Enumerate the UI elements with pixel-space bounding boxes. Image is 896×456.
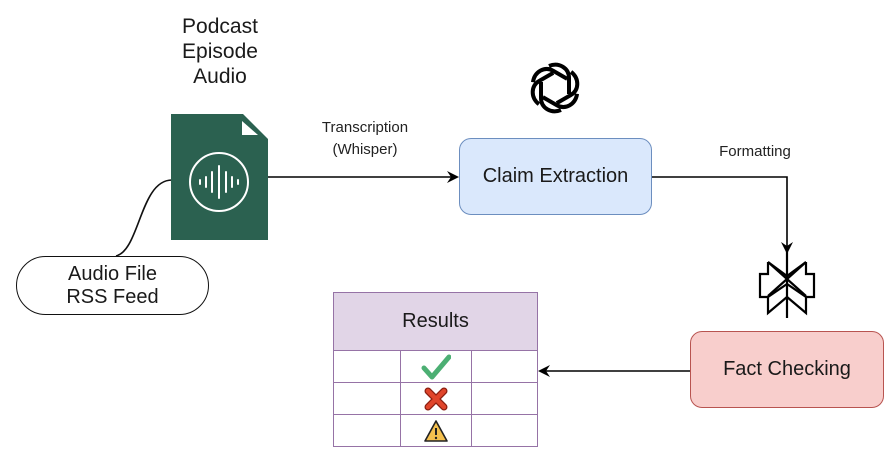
podcast-episode-audio-label: Podcast Episode Audio (160, 14, 280, 89)
table-row (334, 351, 537, 383)
input-to-file-connector (115, 179, 173, 257)
table-row (334, 383, 537, 415)
table-cell (401, 383, 472, 414)
claim-extraction-node[interactable]: Claim Extraction (459, 138, 652, 215)
cross-icon (424, 387, 448, 410)
formatting-edge (652, 176, 793, 254)
edge-label-line: (Whisper) (332, 141, 398, 158)
table-cell (472, 383, 537, 414)
formatting-label: Formatting (700, 141, 810, 163)
audio-source-node[interactable]: Audio File RSS Feed (16, 256, 209, 315)
transcription-label: Transcription (Whisper) (300, 117, 430, 161)
table-cell (472, 351, 537, 382)
table-cell (334, 383, 401, 414)
table-row (334, 415, 537, 447)
table-cell (472, 415, 537, 447)
edge-label-line: Transcription (321, 119, 409, 136)
table-cell (334, 351, 401, 382)
results-title: Results (402, 310, 469, 332)
claim-extraction-label: Claim Extraction (482, 165, 629, 187)
source-line: Audio File (68, 262, 157, 285)
source-line: RSS Feed (66, 285, 159, 308)
audio-file-icon (171, 114, 268, 240)
podcast-label-line: Audio (193, 65, 247, 88)
table-cell (334, 415, 401, 447)
podcast-label-line: Episode (182, 40, 258, 63)
waveform-icon (199, 165, 239, 199)
results-header: Results (334, 293, 537, 351)
fact-checking-node[interactable]: Fact Checking (690, 331, 884, 408)
edge-label-line: Formatting (719, 143, 791, 160)
check-icon (421, 354, 451, 379)
perplexity-logo-icon (758, 250, 816, 318)
table-cell (401, 415, 472, 447)
fact-checking-label: Fact Checking (723, 358, 851, 380)
openai-logo-icon (530, 62, 580, 114)
table-cell (401, 351, 472, 382)
results-table[interactable]: Results (333, 292, 538, 447)
warning-icon (424, 420, 448, 442)
podcast-label-line: Podcast (182, 15, 258, 38)
